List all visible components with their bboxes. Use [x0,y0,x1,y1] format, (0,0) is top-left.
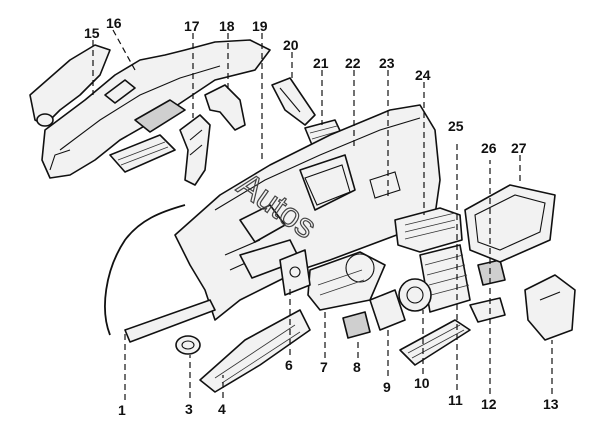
label-23: 23 [379,55,395,71]
label-12: 12 [481,396,497,412]
label-22: 22 [345,55,361,71]
label-9: 9 [383,379,391,395]
label-15: 15 [84,25,100,41]
glove-box-27 [464,184,556,263]
trim-6 [279,249,311,296]
label-11: 11 [448,392,463,408]
heater-control-24 [394,207,463,253]
bracket-9 [369,289,406,331]
switch-8 [342,311,371,339]
label-3: 3 [185,401,193,417]
bracket-18 [204,84,246,131]
label-20: 20 [283,37,299,53]
bracket-17 [179,114,211,186]
vent-part-20 [271,77,316,126]
bracket-12 [469,297,506,323]
label-24: 24 [415,67,431,83]
label-13: 13 [543,396,559,412]
label-19: 19 [252,18,268,34]
label-6: 6 [285,357,293,373]
cable-1 [104,204,216,343]
knob-3 [175,335,201,355]
lower-trim-11 [399,319,471,366]
label-27: 27 [511,140,527,156]
cluster-bezel-7 [307,251,386,311]
label-10: 10 [414,375,430,391]
knee-panel-4 [199,309,311,393]
side-trim-13 [524,274,576,341]
label-21: 21 [313,55,329,71]
label-18: 18 [219,18,235,34]
label-17: 17 [184,18,200,34]
switch-26 [477,259,506,286]
label-1: 1 [118,402,126,418]
vent-housing [109,134,176,173]
label-4: 4 [218,401,226,417]
label-7: 7 [320,359,328,375]
label-26: 26 [481,140,497,156]
label-16: 16 [106,15,122,31]
part-number-labels: 1 3 4 6 7 8 9 10 11 12 13 15 16 17 18 19… [84,15,559,418]
radio-10 [398,278,432,312]
air-duct-left [29,39,271,179]
leader-lines [92,29,553,400]
label-8: 8 [353,359,361,375]
label-25: 25 [448,118,464,134]
